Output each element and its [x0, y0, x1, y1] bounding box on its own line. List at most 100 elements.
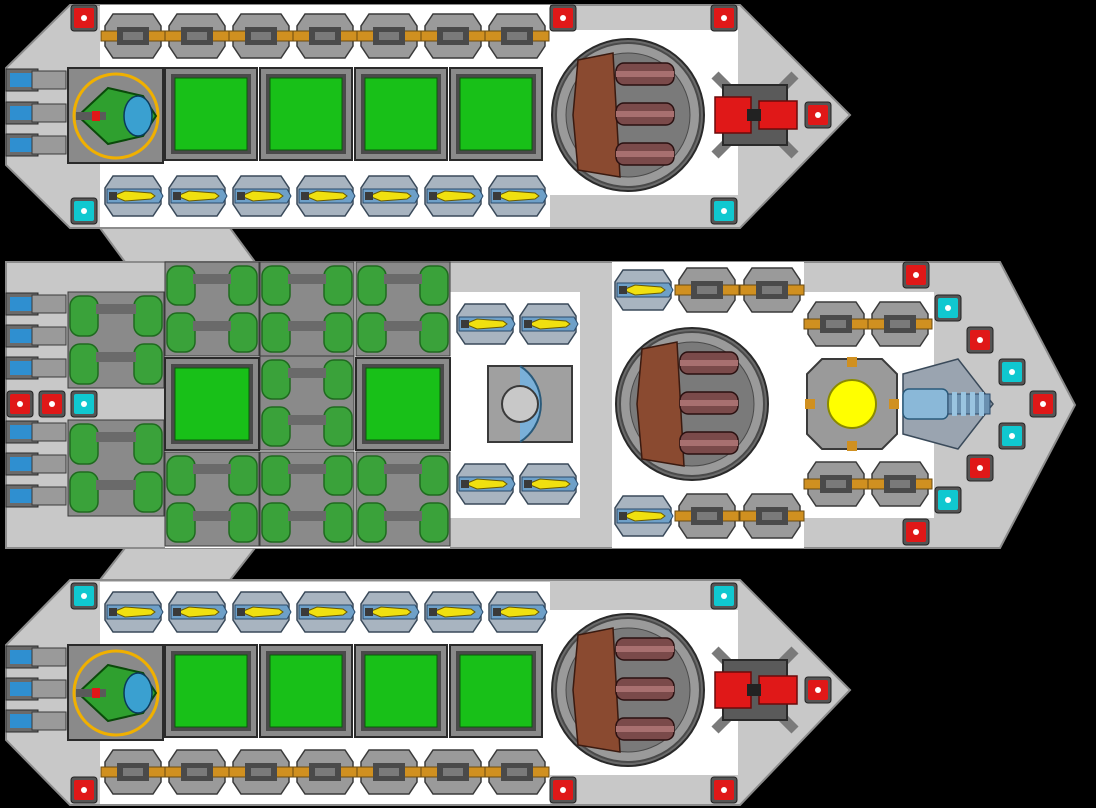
mid-fuel-tank-6 [164, 451, 260, 547]
mid-engine-nozzle-2 [5, 356, 67, 380]
mid-missile-launcher-5 [614, 495, 674, 537]
mid-missile-launcher-2 [456, 463, 516, 505]
mid-engine-nozzle-5 [5, 484, 67, 508]
top-missile-launcher-5 [424, 175, 484, 217]
top-plasma-cannon [711, 71, 799, 159]
mid-missile-launcher-4 [614, 269, 674, 311]
mid-red-node-6 [966, 454, 994, 482]
top-red-node-3 [804, 101, 832, 129]
bottom-cyan-node-1 [710, 582, 738, 610]
bottom-gun-turret-6 [484, 749, 550, 795]
bottom-missile-launcher-0 [104, 591, 164, 633]
top-missile-launcher-3 [296, 175, 356, 217]
mid-reactor-core [805, 357, 899, 451]
top-gun-turret-6 [484, 13, 550, 59]
top-missile-launcher-4 [360, 175, 420, 217]
mid-red-node-2 [966, 326, 994, 354]
mid-storage-bay-0 [164, 357, 260, 451]
bottom-red-node-4 [549, 776, 577, 804]
top-gun-turret-5 [420, 13, 486, 59]
upper-connector-strut [98, 227, 257, 263]
bottom-engine-nozzle-1 [5, 677, 67, 701]
bottom-storage-bay-1 [259, 644, 353, 738]
mid-engine-nozzle-0 [5, 292, 67, 316]
top-storage-bay-2 [354, 67, 448, 161]
top-engine-nozzle-1 [5, 101, 67, 125]
top-engine-nozzle-2 [5, 133, 67, 157]
mid-gun-turret-1 [739, 267, 805, 313]
top-missile-launcher-1 [168, 175, 228, 217]
mid-cyan-node-1 [934, 294, 962, 322]
top-storage-bay-0 [164, 67, 258, 161]
mid-shield-turret [487, 365, 573, 443]
bottom-storage-bay-0 [164, 644, 258, 738]
top-missile-launcher-6 [488, 175, 548, 217]
bottom-heavy-cannon [551, 613, 705, 767]
top-gun-turret-0 [100, 13, 166, 59]
bottom-command-cockpit [67, 644, 164, 741]
mid-red-node-0 [902, 261, 930, 289]
top-heavy-cannon [551, 38, 705, 192]
mid-gun-turret-0 [674, 267, 740, 313]
top-red-node-2 [710, 4, 738, 32]
mid-cyan-node-3 [998, 358, 1026, 386]
bottom-gun-turret-2 [228, 749, 294, 795]
bottom-red-node-3 [70, 776, 98, 804]
top-missile-launcher-0 [104, 175, 164, 217]
mid-gun-turret-2 [674, 493, 740, 539]
mid-engine-nozzle-3 [5, 420, 67, 444]
top-command-cockpit [67, 67, 164, 164]
bottom-missile-launcher-5 [424, 591, 484, 633]
mid-missile-launcher-3 [519, 463, 579, 505]
bottom-red-node-5 [710, 776, 738, 804]
mid-engine-nozzle-1 [5, 324, 67, 348]
mid-ion-thruster-cannon [902, 358, 994, 450]
top-gun-turret-3 [292, 13, 358, 59]
mid-fuel-tank-8 [355, 451, 451, 547]
bottom-gun-turret-0 [100, 749, 166, 795]
top-gun-turret-2 [228, 13, 294, 59]
mid-fuel-tank-5 [259, 355, 355, 451]
mid-fuel-tank-2 [164, 261, 260, 357]
mid-fuel-tank-1 [67, 419, 165, 517]
mid-gun-turret-3 [739, 493, 805, 539]
mid-red-node-10 [38, 390, 66, 418]
mid-missile-launcher-0 [456, 303, 516, 345]
lower-connector-strut [97, 547, 258, 581]
mid-gun-turret-5 [867, 301, 933, 347]
bottom-missile-launcher-1 [168, 591, 228, 633]
bottom-cyan-node-0 [70, 582, 98, 610]
mid-fuel-tank-4 [355, 261, 451, 357]
bottom-missile-launcher-3 [296, 591, 356, 633]
mid-red-node-9 [6, 390, 34, 418]
mid-gun-turret-6 [803, 461, 869, 507]
top-missile-launcher-2 [232, 175, 292, 217]
top-cyan-node-4 [70, 197, 98, 225]
mid-red-node-4 [1029, 390, 1057, 418]
top-storage-bay-3 [449, 67, 543, 161]
bottom-gun-turret-5 [420, 749, 486, 795]
mid-fuel-tank-0 [67, 291, 165, 389]
top-storage-bay-1 [259, 67, 353, 161]
mid-cyan-node-11 [70, 390, 98, 418]
bottom-gun-turret-3 [292, 749, 358, 795]
mid-gun-turret-7 [867, 461, 933, 507]
mid-cyan-node-7 [934, 486, 962, 514]
mid-heavy-cannon [615, 327, 769, 481]
bottom-engine-nozzle-2 [5, 709, 67, 733]
bottom-engine-nozzle-0 [5, 645, 67, 669]
top-engine-nozzle-0 [5, 68, 67, 92]
bottom-red-node-2 [804, 676, 832, 704]
bottom-missile-launcher-2 [232, 591, 292, 633]
mid-storage-bay-1 [355, 357, 451, 451]
top-cyan-node-5 [710, 197, 738, 225]
top-red-node-0 [70, 4, 98, 32]
mid-cyan-node-5 [998, 422, 1026, 450]
bottom-storage-bay-2 [354, 644, 448, 738]
bottom-missile-launcher-4 [360, 591, 420, 633]
mid-fuel-tank-7 [259, 451, 355, 547]
top-gun-turret-4 [356, 13, 422, 59]
bottom-plasma-cannon [711, 646, 799, 734]
